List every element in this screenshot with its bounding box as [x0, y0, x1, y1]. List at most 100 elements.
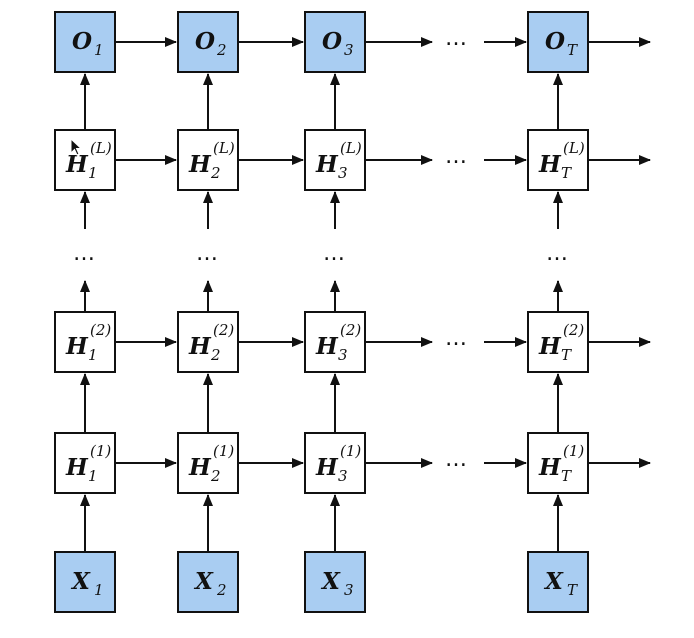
- node-subscript: 1: [88, 346, 98, 364]
- node-superscript: (1): [213, 442, 235, 460]
- node-subscript: 1: [94, 581, 104, 599]
- node-superscript: (2): [563, 321, 585, 339]
- vertical-ellipsis: …: [546, 241, 568, 266]
- node-superscript: (L): [340, 139, 362, 157]
- node-subscript: 1: [94, 41, 104, 59]
- node-symbol: H: [66, 454, 88, 481]
- node-superscript: (1): [90, 442, 112, 460]
- horizontal-ellipsis: …: [445, 144, 467, 169]
- horizontal-ellipsis: …: [445, 447, 467, 472]
- node-subscript: 1: [88, 467, 98, 485]
- node-symbol: H: [316, 151, 338, 178]
- node-superscript: (2): [340, 321, 362, 339]
- node-subscript: T: [567, 41, 578, 59]
- node-subscript: 2: [211, 346, 221, 364]
- node-subscript: 3: [338, 467, 348, 485]
- node-symbol: O: [545, 28, 566, 55]
- node-subscript: T: [561, 467, 572, 485]
- vertical-ellipsis: …: [196, 241, 218, 266]
- vertical-ellipsis: …: [73, 241, 95, 266]
- node-symbol: X: [72, 568, 90, 595]
- horizontal-ellipsis: …: [445, 26, 467, 51]
- node-superscript: (L): [90, 139, 112, 157]
- node-subscript: 2: [217, 581, 227, 599]
- node-symbol: O: [322, 28, 343, 55]
- horizontal-ellipsis: …: [445, 326, 467, 351]
- node-superscript: (2): [90, 321, 112, 339]
- node-subscript: 3: [338, 164, 348, 182]
- node-subscript: 3: [344, 41, 354, 59]
- node-symbol: O: [72, 28, 93, 55]
- node-symbol: X: [322, 568, 340, 595]
- node-subscript: 3: [338, 346, 348, 364]
- node-superscript: (1): [340, 442, 362, 460]
- node-superscript: (1): [563, 442, 585, 460]
- node-symbol: X: [545, 568, 563, 595]
- node-subscript: T: [567, 581, 578, 599]
- node-symbol: H: [189, 151, 211, 178]
- node-symbol: H: [539, 151, 561, 178]
- node-subscript: 2: [211, 467, 221, 485]
- node-symbol: H: [316, 333, 338, 360]
- node-symbol: H: [539, 333, 561, 360]
- node-superscript: (L): [563, 139, 585, 157]
- node-superscript: (L): [213, 139, 235, 157]
- node-subscript: 2: [217, 41, 227, 59]
- node-symbol: H: [66, 151, 88, 178]
- node-subscript: 2: [211, 164, 221, 182]
- node-symbol: H: [189, 333, 211, 360]
- node-symbol: X: [195, 568, 213, 595]
- node-superscript: (2): [213, 321, 235, 339]
- node-subscript: T: [561, 164, 572, 182]
- node-symbol: H: [189, 454, 211, 481]
- node-subscript: 3: [344, 581, 354, 599]
- mouse-cursor-icon: [70, 138, 83, 156]
- node-subscript: 1: [88, 164, 98, 182]
- node-symbol: O: [195, 28, 216, 55]
- node-symbol: H: [539, 454, 561, 481]
- vertical-ellipsis: …: [323, 241, 345, 266]
- node-subscript: T: [561, 346, 572, 364]
- node-symbol: H: [66, 333, 88, 360]
